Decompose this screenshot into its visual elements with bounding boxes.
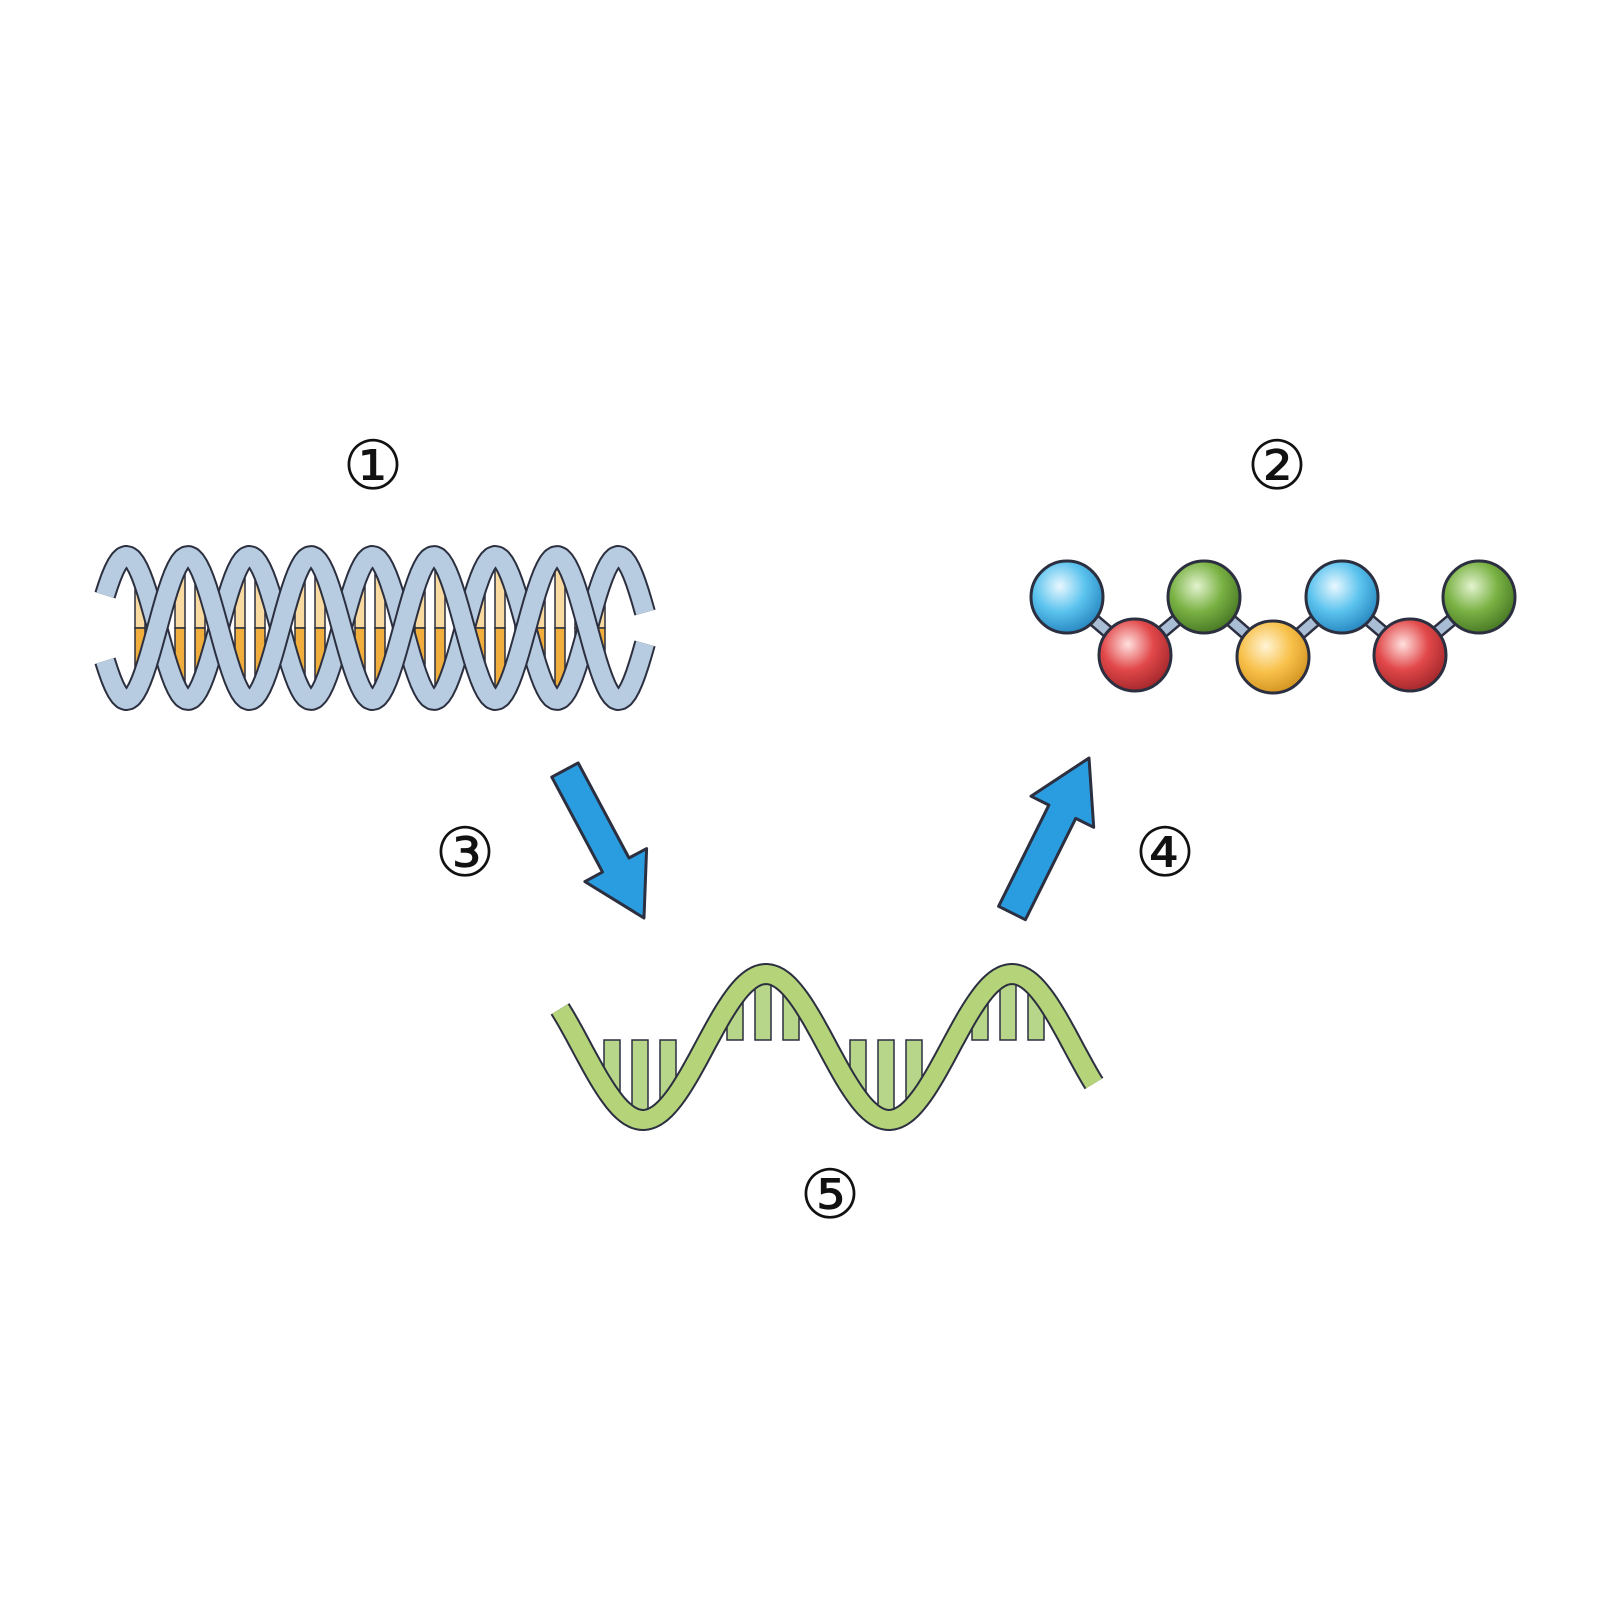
double-helix-icon bbox=[94, 545, 656, 711]
amino-acid-chain-icon bbox=[1029, 559, 1517, 695]
amino-acid-beads bbox=[1029, 559, 1517, 695]
label-five: ⑤ bbox=[800, 1156, 861, 1235]
dna-backbone-strands bbox=[94, 545, 656, 711]
rna-strand bbox=[552, 965, 1102, 1129]
amino-acid-green bbox=[1166, 559, 1242, 635]
label-four: ④ bbox=[1135, 814, 1196, 893]
amino-acid-red bbox=[1372, 617, 1448, 693]
dna-strand-back bbox=[96, 547, 654, 709]
dna-strand-front bbox=[96, 547, 654, 709]
single-strand-rna-icon bbox=[550, 963, 1104, 1131]
arrow-up-right-icon bbox=[997, 756, 1096, 922]
amino-acid-yellow bbox=[1235, 619, 1311, 695]
arrow-down-right-icon bbox=[550, 761, 649, 920]
rna-backbone-strand bbox=[550, 963, 1104, 1131]
label-three: ③ bbox=[435, 814, 496, 893]
label-two: ② bbox=[1247, 427, 1308, 506]
amino-acid-green bbox=[1441, 559, 1517, 635]
amino-acid-red bbox=[1097, 617, 1173, 693]
amino-acid-blue bbox=[1029, 559, 1105, 635]
label-one: ① bbox=[343, 427, 404, 506]
amino-acid-blue bbox=[1304, 559, 1380, 635]
